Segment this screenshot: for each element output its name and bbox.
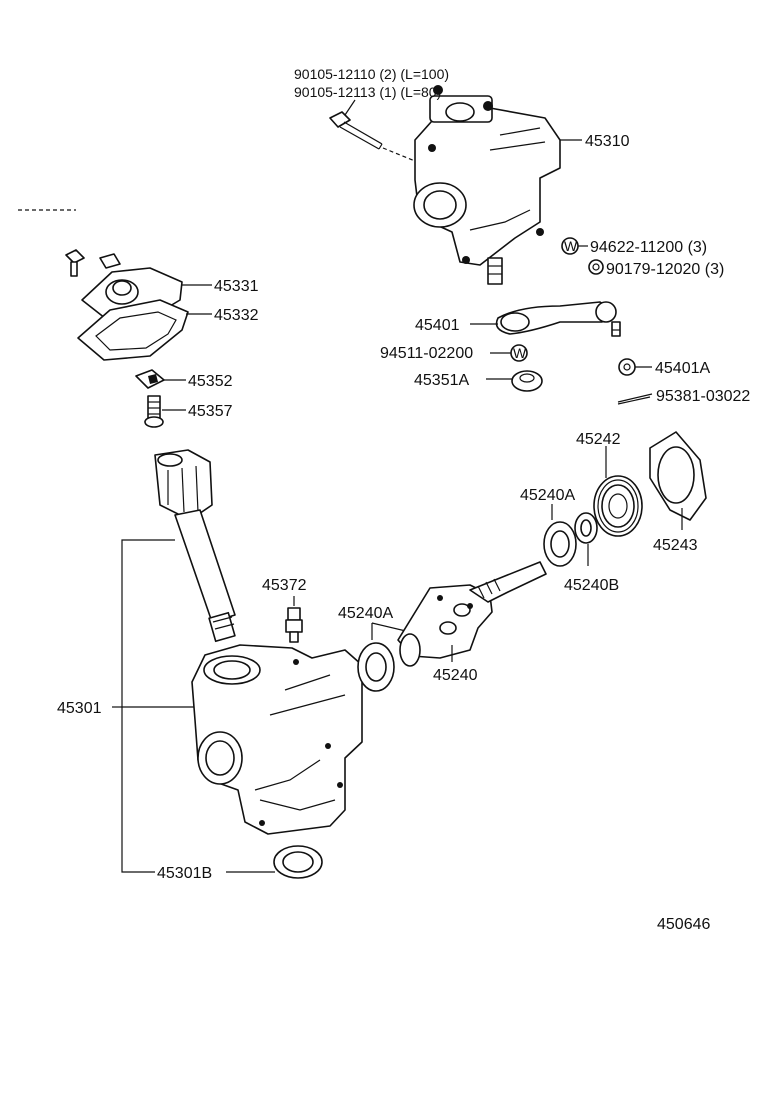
label-90179: 90179-12020 (3) [606,261,724,278]
gear-assembly-45310[interactable] [329,85,561,285]
bearing-45240A-left[interactable] [357,642,395,692]
label-45310: 45310 [585,133,630,150]
bolt-label-line2: 90105-12113 (1) (L=80) [294,84,441,100]
nut-45352[interactable] [135,369,165,389]
pitman-arm-45401[interactable] [495,301,621,337]
castle-nut-45401A[interactable] [618,358,636,376]
svg-text:W: W [513,345,527,361]
label-45240A-left: 45240A [338,605,393,622]
label-94511: 94511-02200 [380,345,473,362]
diagram-number: 450646 [657,916,710,933]
label-45357: 45357 [188,403,233,420]
nut-45351A[interactable] [511,370,543,392]
label-45240: 45240 [433,667,478,684]
bolt-90105[interactable] [329,111,383,150]
label-94622: 94622-11200 (3) [590,239,707,256]
seal-45240B[interactable] [574,512,598,544]
lock-nut-45243[interactable] [649,431,707,521]
gasket-45332[interactable] [77,299,189,361]
bleeder-45372[interactable] [285,607,303,643]
label-95381: 95381-03022 [656,388,750,405]
label-45352: 45352 [188,373,233,390]
label-45242: 45242 [576,431,621,448]
label-45301B: 45301B [157,865,212,882]
sector-shaft[interactable] [154,449,236,643]
washer-94622[interactable]: W [561,237,579,255]
bolt-label-line1: 90105-12110 (2) (L=100) [294,66,449,82]
label-45401A: 45401A [655,360,710,377]
label-45301: 45301 [57,700,102,717]
svg-text:W: W [564,238,578,254]
washer-94511[interactable]: W [510,344,528,362]
label-45331: 45331 [214,278,259,295]
gear-housing-45301[interactable] [191,644,363,835]
valve-assembly-45240[interactable] [397,561,547,667]
label-45351A: 45351A [414,372,469,389]
adjuster-plug-45242[interactable] [593,475,643,537]
label-45240A-right: 45240A [520,487,575,504]
cotter-pin-95381[interactable] [617,393,653,405]
label-45243: 45243 [653,537,698,554]
label-45240B: 45240B [564,577,619,594]
label-45332: 45332 [214,307,259,324]
label-45372: 45372 [262,577,307,594]
label-45401: 45401 [415,317,460,334]
oil-seal-45301B[interactable] [273,845,323,879]
bearing-45240A-right[interactable] [543,521,577,567]
nut-90179[interactable] [588,259,604,275]
screw-45357[interactable] [144,395,164,428]
